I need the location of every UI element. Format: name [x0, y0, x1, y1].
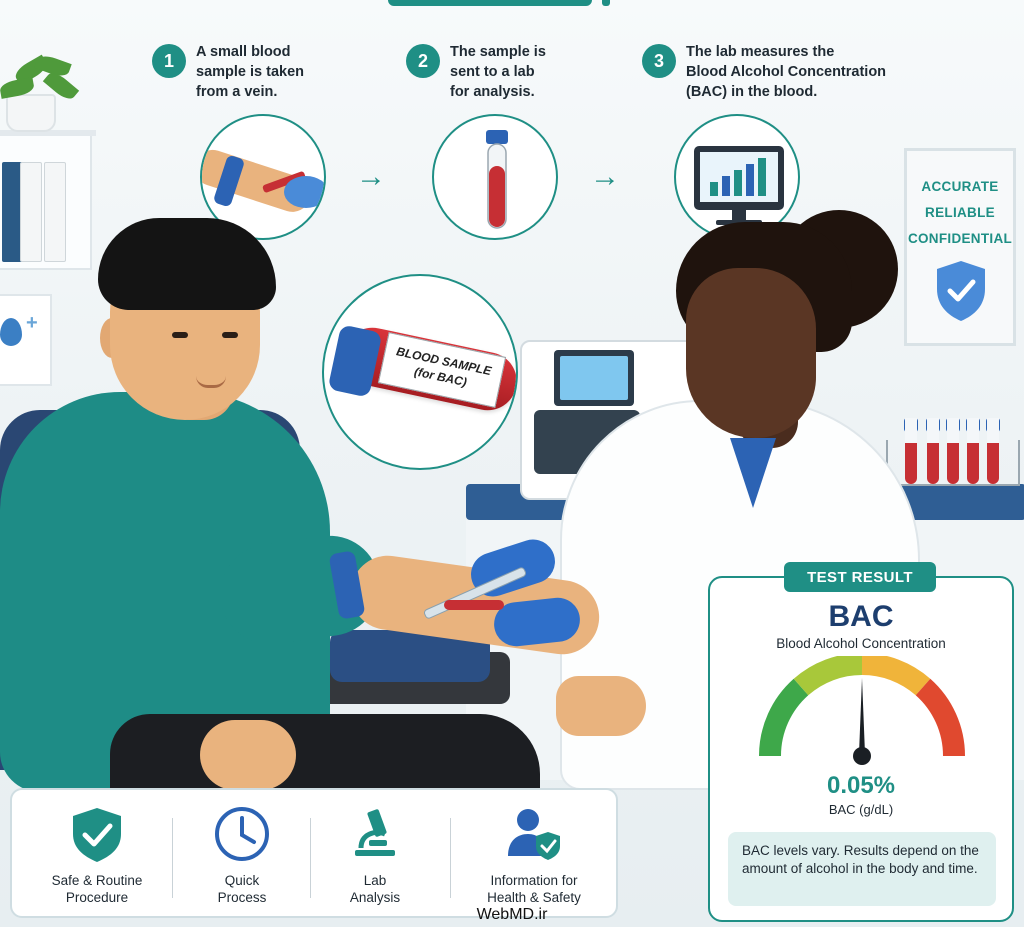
shelf-top — [0, 130, 96, 136]
bac-value: 0.05% — [826, 772, 896, 799]
patient-hair — [98, 218, 276, 310]
feature-divider — [172, 818, 173, 898]
patient-eye — [222, 332, 238, 338]
feature-safe-label: Safe & Routine Procedure — [51, 873, 143, 905]
bac-title: BAC — [828, 600, 894, 633]
patient-hand — [556, 676, 646, 736]
feature-lab-label: Lab Analysis — [349, 873, 401, 905]
user-shield-icon — [508, 809, 560, 860]
test-result-tag: TEST RESULT — [784, 562, 936, 592]
feature-info-label: Information for Health & Safety — [487, 873, 581, 905]
arrow-right-icon: → — [590, 160, 620, 193]
features-bar: Safe & Routine Procedure Quick Process L… — [10, 788, 618, 918]
feature-divider — [310, 818, 311, 898]
blood-drop-icon — [0, 318, 22, 346]
trust-reliable: RELIABLE — [925, 205, 995, 220]
patient-smile — [196, 376, 226, 388]
clock-icon — [215, 807, 269, 861]
feature-divider — [450, 818, 451, 898]
gauge-lime-segment — [793, 656, 863, 696]
header-bar-fragment — [388, 0, 592, 6]
bac-note: BAC levels vary. Results depend on the a… — [728, 832, 996, 906]
computer-monitor-icon — [694, 146, 784, 225]
microscope-icon — [355, 809, 395, 856]
trust-confidential: CONFIDENTIAL — [907, 231, 1013, 246]
plus-icon: + — [26, 312, 38, 334]
feature-quick-label: Quick Process — [217, 873, 267, 905]
binder-blue — [2, 162, 24, 262]
patient-resting-hand — [200, 720, 296, 790]
shield-check-icon — [937, 261, 985, 321]
binder-white — [20, 162, 42, 262]
step-2-illustration — [432, 114, 558, 240]
blood-vial — [444, 600, 504, 610]
test-tube-icon — [486, 130, 508, 229]
rack-tube — [927, 418, 939, 484]
rack-tube — [947, 418, 959, 484]
gauge-needle — [853, 678, 871, 765]
plant-pot — [6, 94, 56, 132]
bac-gauge — [758, 656, 966, 765]
blood-draw-icon — [202, 149, 324, 212]
trust-accurate: ACCURATE — [921, 179, 999, 194]
step-2-text: The sample is sent to a lab for analysis… — [450, 44, 546, 100]
step-3-illustration — [674, 114, 800, 240]
tube-label: BLOOD SAMPLE (for BAC) — [377, 332, 507, 408]
feature-safe: Safe & Routine Procedure — [22, 790, 172, 916]
rack-tube — [905, 418, 917, 484]
feature-info: Information for Health & Safety — [452, 790, 616, 916]
feature-quick: Quick Process — [174, 790, 310, 916]
trust-panel: ACCURATE RELIABLE CONFIDENTIAL — [904, 148, 1016, 346]
gauge-red-segment — [915, 678, 966, 757]
step-3-text: The lab measures the Blood Alcohol Conce… — [686, 44, 887, 100]
step-2-number: 2 — [406, 44, 440, 78]
analyzer-screen — [554, 350, 634, 406]
binder-white-2 — [44, 162, 66, 262]
bac-subtitle: Blood Alcohol Concentration — [776, 636, 946, 651]
step-1-number: 1 — [152, 44, 186, 78]
bac-unit: BAC (g/dL) — [828, 802, 894, 817]
gauge-green-segment — [758, 678, 809, 757]
rack-tube — [987, 418, 999, 484]
shield-check-icon — [73, 808, 121, 862]
technician-face — [686, 268, 816, 438]
sample-zoom-circle: BLOOD SAMPLE (for BAC) — [322, 274, 518, 470]
feature-lab: Lab Analysis — [312, 790, 438, 916]
header-dot — [602, 0, 610, 6]
step-3-number: 3 — [642, 44, 676, 78]
test-tube-rack — [886, 440, 1020, 486]
watermark: WebMD.ir — [476, 906, 548, 923]
arrow-right-icon: → — [356, 160, 386, 193]
gauge-yellow-segment — [861, 656, 931, 696]
rack-tube — [967, 418, 979, 484]
patient-eye — [172, 332, 188, 338]
step-1-illustration — [200, 114, 326, 240]
step-1-text: A small blood sample is taken from a vei… — [196, 44, 304, 100]
